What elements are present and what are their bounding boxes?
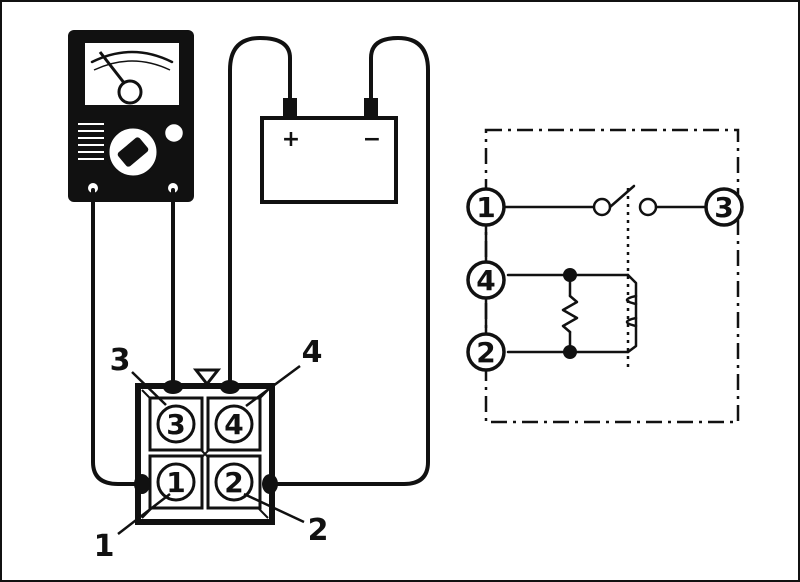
lead-battery-negative-to-terminal-2 [266,36,430,486]
terminal-4-circle [214,404,254,444]
coil-turn-icon [625,294,638,306]
relay-schematic: 1 4 2 3 [466,128,744,424]
schematic-terminal-3-label: 3 [714,191,733,224]
resistor-icon [561,294,579,334]
meter-scale-arc-inner [93,60,171,71]
meter-needle-pivot [117,79,143,105]
zero-adjust-icon [162,121,186,145]
meter-scale-arc [90,50,174,64]
schematic-housing [484,128,740,424]
schematic-terminal-3 [704,187,744,227]
junction-node-bottom [563,345,577,359]
battery: + − [260,98,398,204]
selector-knob-handle [117,137,149,167]
callout-3: 3 [110,343,131,378]
callout-4-leader [245,364,301,408]
callout-3-leader [131,371,167,406]
callout-4: 4 [302,335,323,370]
battery-positive-post [283,98,297,118]
schematic-terminal-4-label: 4 [476,264,495,297]
schematic-terminal-2-label: 2 [476,336,495,369]
lead-battery-positive-to-terminal-4 [228,36,292,388]
meter-grill [78,123,104,160]
battery-negative-post [364,98,378,118]
battery-case [260,116,398,204]
callout-2-leader [243,492,305,524]
schematic-terminal-1-label: 1 [476,191,495,224]
callouts: 3 4 1 2 [94,335,329,564]
callout-1: 1 [94,529,115,564]
terminal-3-circle [156,404,196,444]
test-leads [91,36,430,486]
switch-blade [608,184,636,209]
terminal-2-circle [214,462,254,502]
battery-negative-label: − [363,127,381,152]
switch-contact-moving-icon [638,197,658,217]
terminal-1-label: 1 [166,466,185,499]
probe-contact-2 [262,474,278,494]
battery-positive-label: + [282,127,300,152]
lead-meter-to-terminal-1 [91,188,154,486]
terminal-3-label: 3 [166,408,185,441]
relay-connector: 3 4 1 2 [134,368,278,525]
probe-contact-1 [134,474,150,494]
coil-turn-icon [625,316,638,328]
callout-2: 2 [308,513,329,548]
schematic-terminal-2 [466,332,506,372]
terminal-4-label: 4 [224,408,243,441]
probe-contact-4 [220,380,240,394]
terminal-1-circle [156,462,196,502]
callout-1-leader [117,493,171,535]
schematic-terminal-1 [466,187,506,227]
terminal-2-label: 2 [224,466,243,499]
junction-node-top [563,268,577,282]
probe-contact-3 [163,380,183,394]
connector-latch-icon [192,368,222,387]
schematic-terminal-4 [466,260,506,300]
coil-outline [626,273,638,354]
multimeter [68,30,194,202]
switch-contact-fixed-icon [592,197,612,217]
